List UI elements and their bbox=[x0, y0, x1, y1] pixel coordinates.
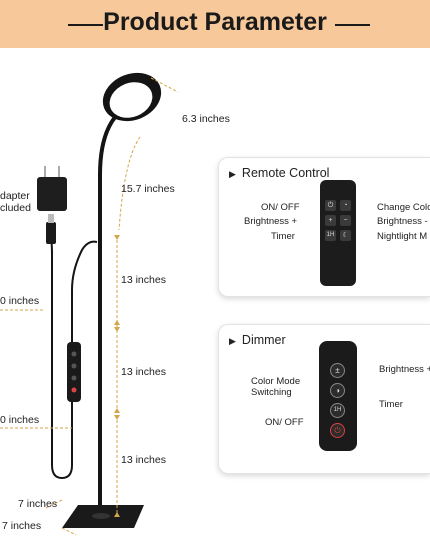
dimmer-label-color-mode-line1: Color Mode bbox=[251, 376, 301, 387]
remote-panel-title: ▶ Remote Control bbox=[229, 166, 329, 180]
adapter-label-line1: dapter bbox=[0, 190, 30, 202]
dimmer-panel-title-text: Dimmer bbox=[241, 333, 286, 347]
inline-dimmer bbox=[67, 342, 81, 402]
power-cable bbox=[51, 240, 98, 480]
plus-icon[interactable]: + bbox=[325, 215, 336, 226]
triangle-bullet-icon: ▶ bbox=[229, 336, 236, 346]
usb-plug bbox=[46, 222, 56, 244]
dimension-lower: 13 inches bbox=[121, 454, 166, 466]
triangle-bullet-icon: ▶ bbox=[229, 169, 236, 179]
dimmer-label-timer: Timer bbox=[379, 399, 403, 410]
moon-icon[interactable]: ☾ bbox=[340, 230, 351, 241]
adapter-label-line2: cluded bbox=[0, 202, 31, 214]
color-mode-icon[interactable]: ◑ bbox=[330, 383, 345, 398]
dim-line-head bbox=[150, 77, 179, 93]
remote-label-change-color: Change Colo bbox=[377, 202, 430, 213]
dimension-cable-bottom: 0 inches bbox=[0, 414, 40, 426]
dimension-cable-top: 0 inches bbox=[0, 295, 40, 307]
dimmer-panel: ▶ Dimmer Color Mode Switching ON/ OFF Bri… bbox=[218, 324, 430, 474]
dimension-neck: 15.7 inches bbox=[121, 183, 175, 195]
remote-label-nightlight: Nightlight M bbox=[377, 231, 428, 242]
remote-control-panel: ▶ Remote Control ON/ OFF Brightness + Tim… bbox=[218, 157, 430, 297]
dimmer-label-brightness: Brightness + bbox=[379, 364, 430, 375]
dimmer-label-color-mode-line2: Switching bbox=[251, 387, 292, 398]
dimension-head: 6.3 inches bbox=[182, 113, 230, 125]
dimension-base-width: 7 inches bbox=[2, 520, 42, 532]
power-icon[interactable]: ⏻ bbox=[325, 200, 336, 211]
power-adapter bbox=[37, 177, 67, 211]
dim-line-neck bbox=[118, 136, 141, 231]
color-change-icon[interactable]: ◔ bbox=[340, 200, 351, 211]
banner-line-left bbox=[68, 24, 103, 26]
remote-control: ⏻ ◔ + − 1H ☾ bbox=[320, 180, 356, 286]
dimmer-control: ± ◑ 1H ⏻ bbox=[319, 341, 357, 451]
remote-label-brightness-plus: Brightness + bbox=[244, 216, 298, 227]
lamp-head-light bbox=[109, 82, 153, 118]
power-icon[interactable]: ⏻ bbox=[330, 423, 345, 438]
dimmer-panel-title: ▶ Dimmer bbox=[229, 333, 286, 347]
remote-panel-title-text: Remote Control bbox=[241, 166, 330, 180]
lamp-base-joint bbox=[92, 513, 110, 519]
dimmer-label-on-off: ON/ OFF bbox=[265, 417, 304, 428]
banner-line-right bbox=[335, 24, 370, 26]
dimension-middle: 13 inches bbox=[121, 366, 166, 378]
timer-icon[interactable]: 1H bbox=[325, 230, 336, 241]
dimension-upper: 13 inches bbox=[121, 274, 166, 286]
timer-icon[interactable]: 1H bbox=[330, 403, 345, 418]
lamp-pole bbox=[98, 114, 118, 515]
dimension-base-depth: 7 inches bbox=[18, 498, 58, 510]
minus-icon[interactable]: − bbox=[340, 215, 351, 226]
page-title: Product Parameter bbox=[103, 8, 327, 36]
remote-label-on-off: ON/ OFF bbox=[261, 202, 300, 213]
brightness-icon[interactable]: ± bbox=[330, 363, 345, 378]
remote-label-timer: Timer bbox=[271, 231, 295, 242]
remote-label-brightness-minus: Brightness - bbox=[377, 216, 428, 227]
